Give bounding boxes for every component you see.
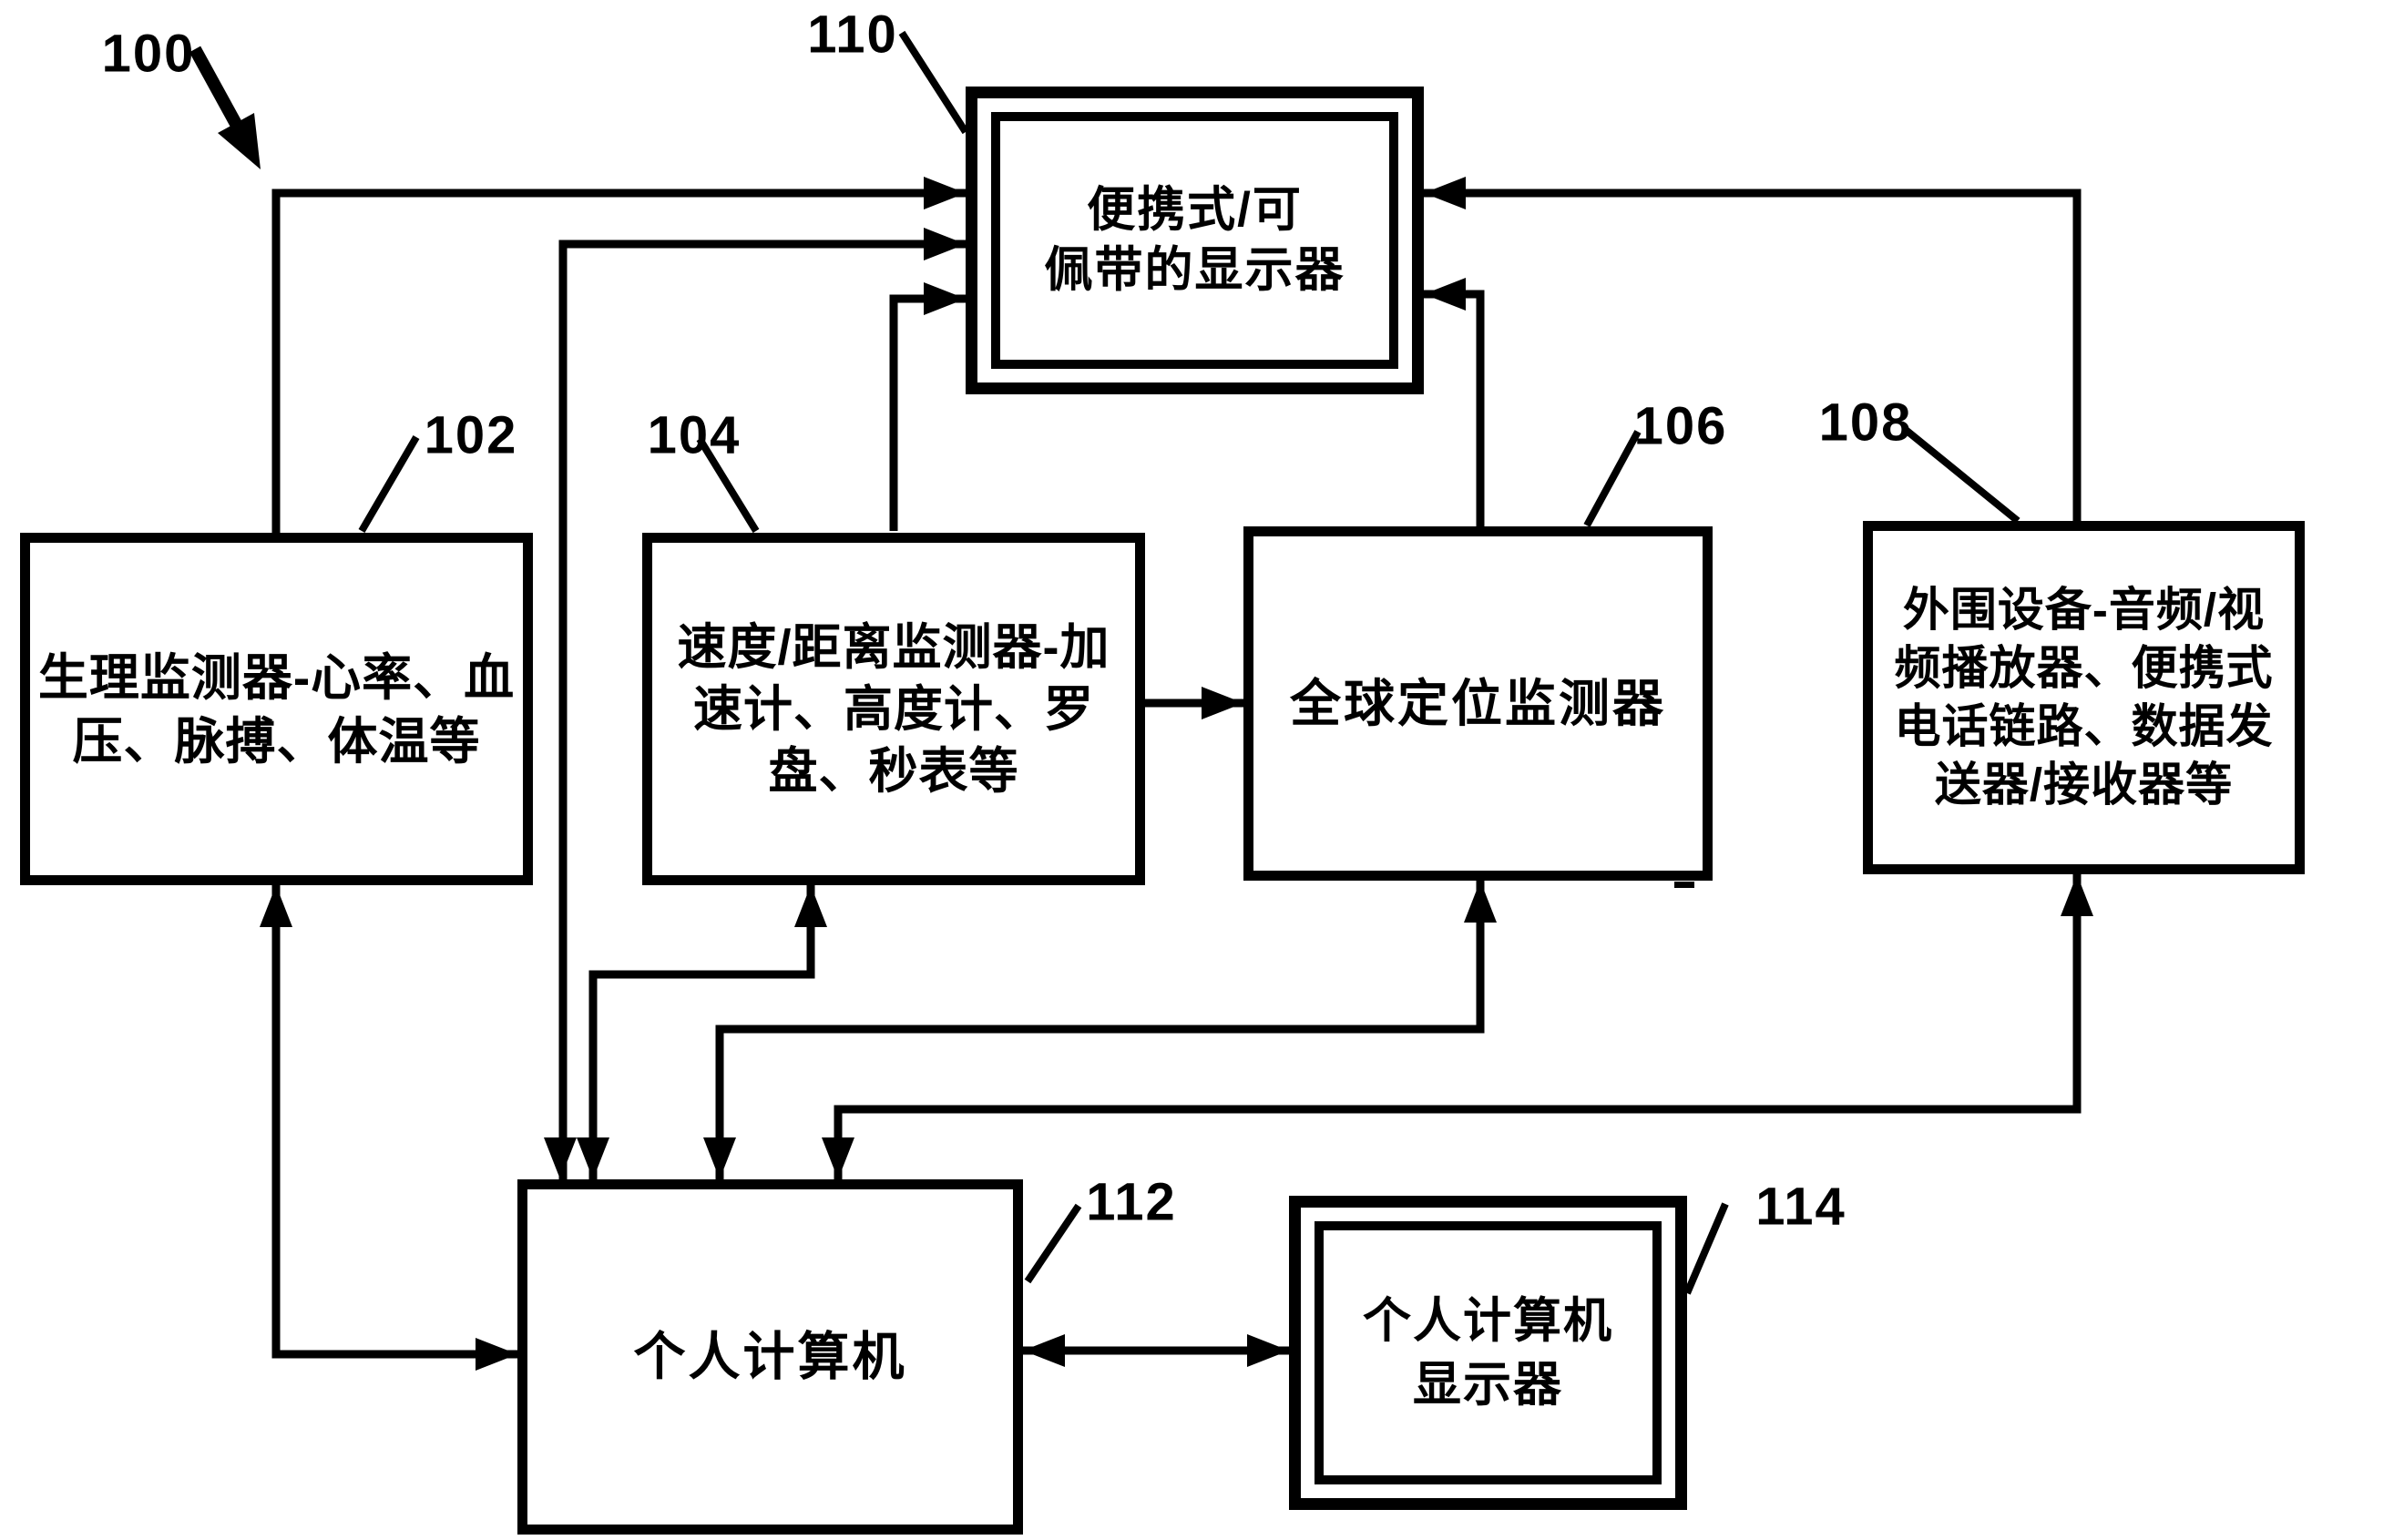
ref-label-102: 102 bbox=[424, 405, 518, 465]
leader-102 bbox=[358, 434, 420, 534]
arrowhead-into-speed-bottom bbox=[794, 885, 827, 927]
ref-label-104: 104 bbox=[647, 405, 742, 465]
connector-gps-to-display bbox=[1424, 290, 1485, 526]
ref-label-100: 100 bbox=[101, 24, 196, 84]
connector-peripheral-to-display bbox=[1424, 189, 2082, 521]
box-peripheral-devices: 外围设备-音频/视 频播放器、便携式 电话链路、数据发 送器/接收器等 bbox=[1863, 521, 2305, 874]
arrowhead-into-pc-left bbox=[476, 1338, 517, 1371]
ref-label-110: 110 bbox=[807, 5, 898, 65]
arrowhead-into-pc-top-1 bbox=[544, 1137, 577, 1179]
leader-114 bbox=[1683, 1202, 1729, 1295]
arrowhead-into-display-left-1 bbox=[924, 177, 966, 209]
arrowhead-into-gps-left bbox=[1202, 687, 1243, 719]
box-global-positioning-monitor-line: 全球定位监测器 bbox=[1290, 674, 1666, 732]
arrowhead-figure-100 bbox=[218, 113, 261, 169]
ref-label-108: 108 bbox=[1818, 393, 1913, 453]
arrowhead-into-pcdisplay-left bbox=[1247, 1334, 1289, 1367]
box-global-positioning-monitor: 全球定位监测器 bbox=[1243, 526, 1713, 881]
leader-106 bbox=[1583, 430, 1642, 527]
connector-pc-to-display bbox=[558, 240, 966, 1179]
box-portable-wearable-display-line: 便携式/可 bbox=[1087, 183, 1303, 237]
arrowhead-into-display-right-2 bbox=[1424, 278, 1466, 311]
box-portable-wearable-display-inner: 便携式/可 佩带的显示器 bbox=[991, 112, 1398, 369]
box-physiological-monitor-line: 压、脉搏、体温等 bbox=[72, 712, 481, 770]
arrowhead-into-peripheral-bottom bbox=[2061, 874, 2093, 916]
connector-pc-to-gps bbox=[715, 881, 1485, 1179]
box-personal-computer: 个人计算机 bbox=[517, 1179, 1023, 1535]
box-portable-wearable-display-line: 佩带的显示器 bbox=[1044, 243, 1345, 297]
arrowhead-into-pc-top-2 bbox=[577, 1137, 609, 1179]
arrowhead-into-display-right-1 bbox=[1424, 177, 1466, 209]
leader-112 bbox=[1024, 1203, 1082, 1284]
leader-108 bbox=[1903, 426, 2020, 525]
box-speed-distance-monitor-line: 速度/距离监测器-加 bbox=[677, 619, 1110, 675]
box-personal-computer-display-inner: 个人计算机 显示器 bbox=[1315, 1221, 1662, 1484]
box-peripheral-devices-line: 电话链路、数据发 bbox=[1894, 700, 2274, 752]
arrowhead-into-physio-bottom bbox=[260, 885, 292, 927]
box-peripheral-devices-line: 外围设备-音频/视 bbox=[1902, 584, 2266, 636]
box-personal-computer-display-line: 显示器 bbox=[1413, 1357, 1563, 1412]
connector-speed-to-display bbox=[889, 294, 966, 531]
arrowhead-into-pc-right bbox=[1023, 1334, 1065, 1367]
box-physiological-monitor-line: 生理监测器-心率、血 bbox=[37, 648, 516, 706]
box-physiological-monitor: 生理监测器-心率、血 压、脉搏、体温等 bbox=[20, 533, 533, 885]
box-peripheral-devices-line: 频播放器、便携式 bbox=[1894, 642, 2274, 694]
box-speed-distance-monitor-line: 盘、秒表等 bbox=[768, 743, 1019, 799]
leader-104 bbox=[696, 436, 760, 534]
connector-physio-to-display bbox=[271, 189, 966, 533]
arrowhead-into-display-left-3 bbox=[924, 282, 966, 315]
figure-100-arrow-shaft bbox=[189, 46, 242, 127]
ref-label-106: 106 bbox=[1633, 396, 1728, 456]
arrowhead-into-gps-bottom bbox=[1464, 881, 1497, 923]
arrowhead-into-display-left-2 bbox=[924, 228, 966, 260]
box-personal-computer-display: 个人计算机 显示器 bbox=[1289, 1196, 1687, 1510]
box-speed-distance-monitor: 速度/距离监测器-加 速计、高度计、罗 盘、秒表等 bbox=[642, 533, 1145, 885]
connector-pc-to-speed bbox=[588, 885, 815, 1179]
box-personal-computer-line: 个人计算机 bbox=[633, 1328, 907, 1386]
box-peripheral-devices-line: 送器/接收器等 bbox=[1934, 759, 2234, 811]
ref-label-112: 112 bbox=[1086, 1172, 1177, 1232]
box-portable-wearable-display: 便携式/可 佩带的显示器 bbox=[966, 87, 1424, 394]
ref-label-114: 114 bbox=[1755, 1177, 1846, 1237]
connector-physio-to-pc bbox=[271, 885, 517, 1359]
stray-ink-dash bbox=[1674, 882, 1694, 888]
leader-110 bbox=[898, 30, 969, 135]
arrowhead-into-pc-top-3 bbox=[703, 1137, 736, 1179]
box-personal-computer-display-line: 个人计算机 bbox=[1363, 1293, 1613, 1348]
box-speed-distance-monitor-line: 速计、高度计、罗 bbox=[693, 681, 1094, 737]
arrowhead-into-pc-top-4 bbox=[822, 1137, 854, 1179]
